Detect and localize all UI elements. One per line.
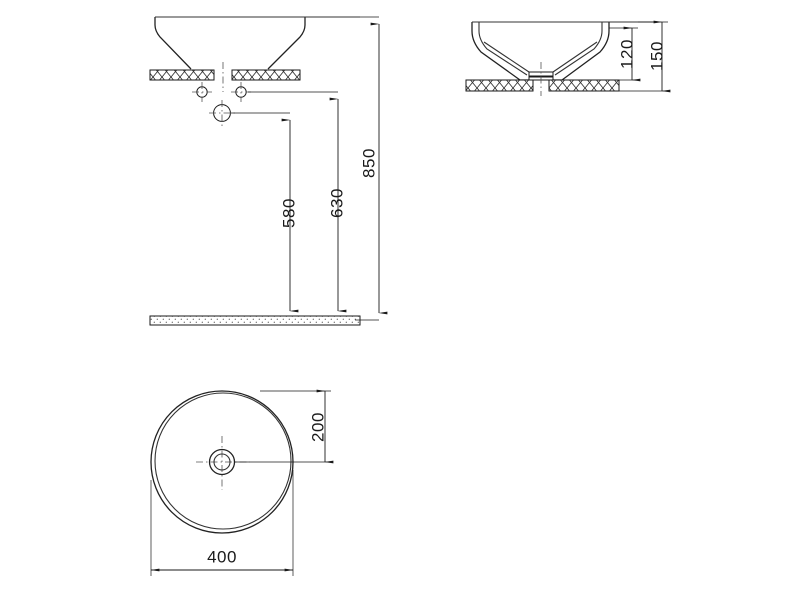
floor-slab-front — [149, 315, 361, 326]
bowl-section-left-inner — [478, 22, 528, 76]
front-elevation-view: 580 630 850 — [149, 16, 388, 326]
supply-point-left-marker — [192, 82, 212, 102]
plan-view: 200 400 — [150, 389, 334, 576]
bowl-section-right-outer — [553, 22, 610, 81]
dimension-label-630: 630 — [327, 188, 346, 218]
dimension-580: 580 — [231, 112, 298, 313]
dimension-200: 200 — [234, 389, 334, 464]
dimension-label-850: 850 — [359, 148, 378, 178]
drain-inner-circle — [213, 453, 231, 471]
countertop-slab-front — [149, 69, 301, 81]
bowl-section-inner-face-left — [483, 41, 530, 73]
basin-bowl-outline — [154, 16, 360, 70]
dimension-120: 120 — [609, 26, 641, 82]
dimension-400: 400 — [150, 470, 294, 576]
dimension-label-400: 400 — [207, 547, 237, 566]
bowl-section-left-outer — [471, 22, 529, 81]
countertop-slab-side — [465, 79, 620, 92]
dimension-150: 150 — [619, 20, 671, 93]
bowl-section-inner-face-right — [552, 41, 598, 73]
dimension-label-150: 150 — [647, 41, 666, 71]
dimension-850: 850 — [355, 16, 388, 321]
dimension-label-200: 200 — [308, 412, 327, 442]
waste-outlet-marker — [209, 100, 235, 126]
supply-point-right-marker — [231, 82, 251, 102]
basin-inner-circle — [154, 392, 292, 530]
side-section-view: 120 150 — [465, 20, 671, 96]
bowl-section-right-inner — [554, 22, 603, 76]
dimension-label-120: 120 — [617, 39, 636, 69]
dimension-630: 630 — [248, 91, 346, 313]
dimension-label-580: 580 — [279, 198, 298, 228]
